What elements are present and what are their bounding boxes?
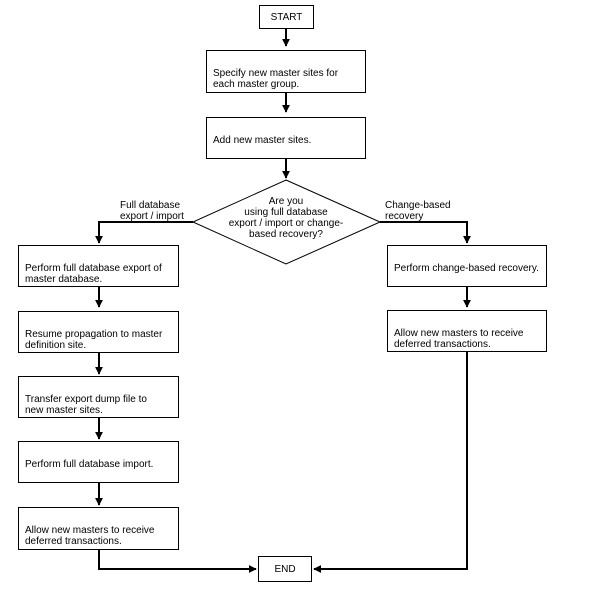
step-full-import-label: Perform full database import. — [25, 459, 154, 470]
step-allow-deferred-right-label: Allow new masters to receive deferred tr… — [394, 328, 524, 350]
step-full-export-label: Perform full database export of master d… — [25, 263, 162, 285]
branch-label-full-database: Full database export / import — [120, 200, 184, 222]
step-specify-master-sites: Specify new master sites for each master… — [206, 50, 366, 93]
step-transfer-dump-file: Transfer export dump file to new master … — [18, 376, 179, 418]
step-add-master-sites: Add new master sites. — [206, 117, 366, 159]
step-add-label: Add new master sites. — [213, 135, 312, 146]
step-resume-propagation: Resume propagation to master definition … — [18, 311, 179, 353]
branch-label-change-based: Change-based recovery — [385, 200, 451, 222]
arrow-decision-to-left — [95, 221, 193, 244]
step-specify-label: Specify new master sites for each master… — [213, 68, 339, 90]
step-full-export: Perform full database export of master d… — [18, 245, 179, 287]
step-change-based-label: Perform change-based recovery. — [394, 263, 539, 274]
step-resume-propagation-label: Resume propagation to master definition … — [25, 329, 163, 351]
start-label: START — [270, 11, 303, 23]
arrow-decision-to-right — [380, 221, 471, 244]
step-allow-deferred-right: Allow new masters to receive deferred tr… — [387, 310, 547, 352]
decision-question: Are you using full database export / imp… — [228, 196, 344, 240]
decision-diamond — [191, 179, 382, 265]
arrow-left-to-end — [98, 550, 257, 573]
step-allow-deferred-left-label: Allow new masters to receive deferred tr… — [25, 525, 155, 547]
step-full-import: Perform full database import. — [18, 441, 179, 483]
step-allow-deferred-left: Allow new masters to receive deferred tr… — [18, 507, 179, 550]
end-label: END — [274, 563, 296, 575]
start-node: START — [259, 5, 314, 29]
arrow-right-to-end — [313, 352, 468, 573]
step-transfer-dump-label: Transfer export dump file to new master … — [25, 394, 147, 416]
step-change-based-recovery: Perform change-based recovery. — [387, 245, 547, 287]
end-node: END — [258, 556, 312, 582]
